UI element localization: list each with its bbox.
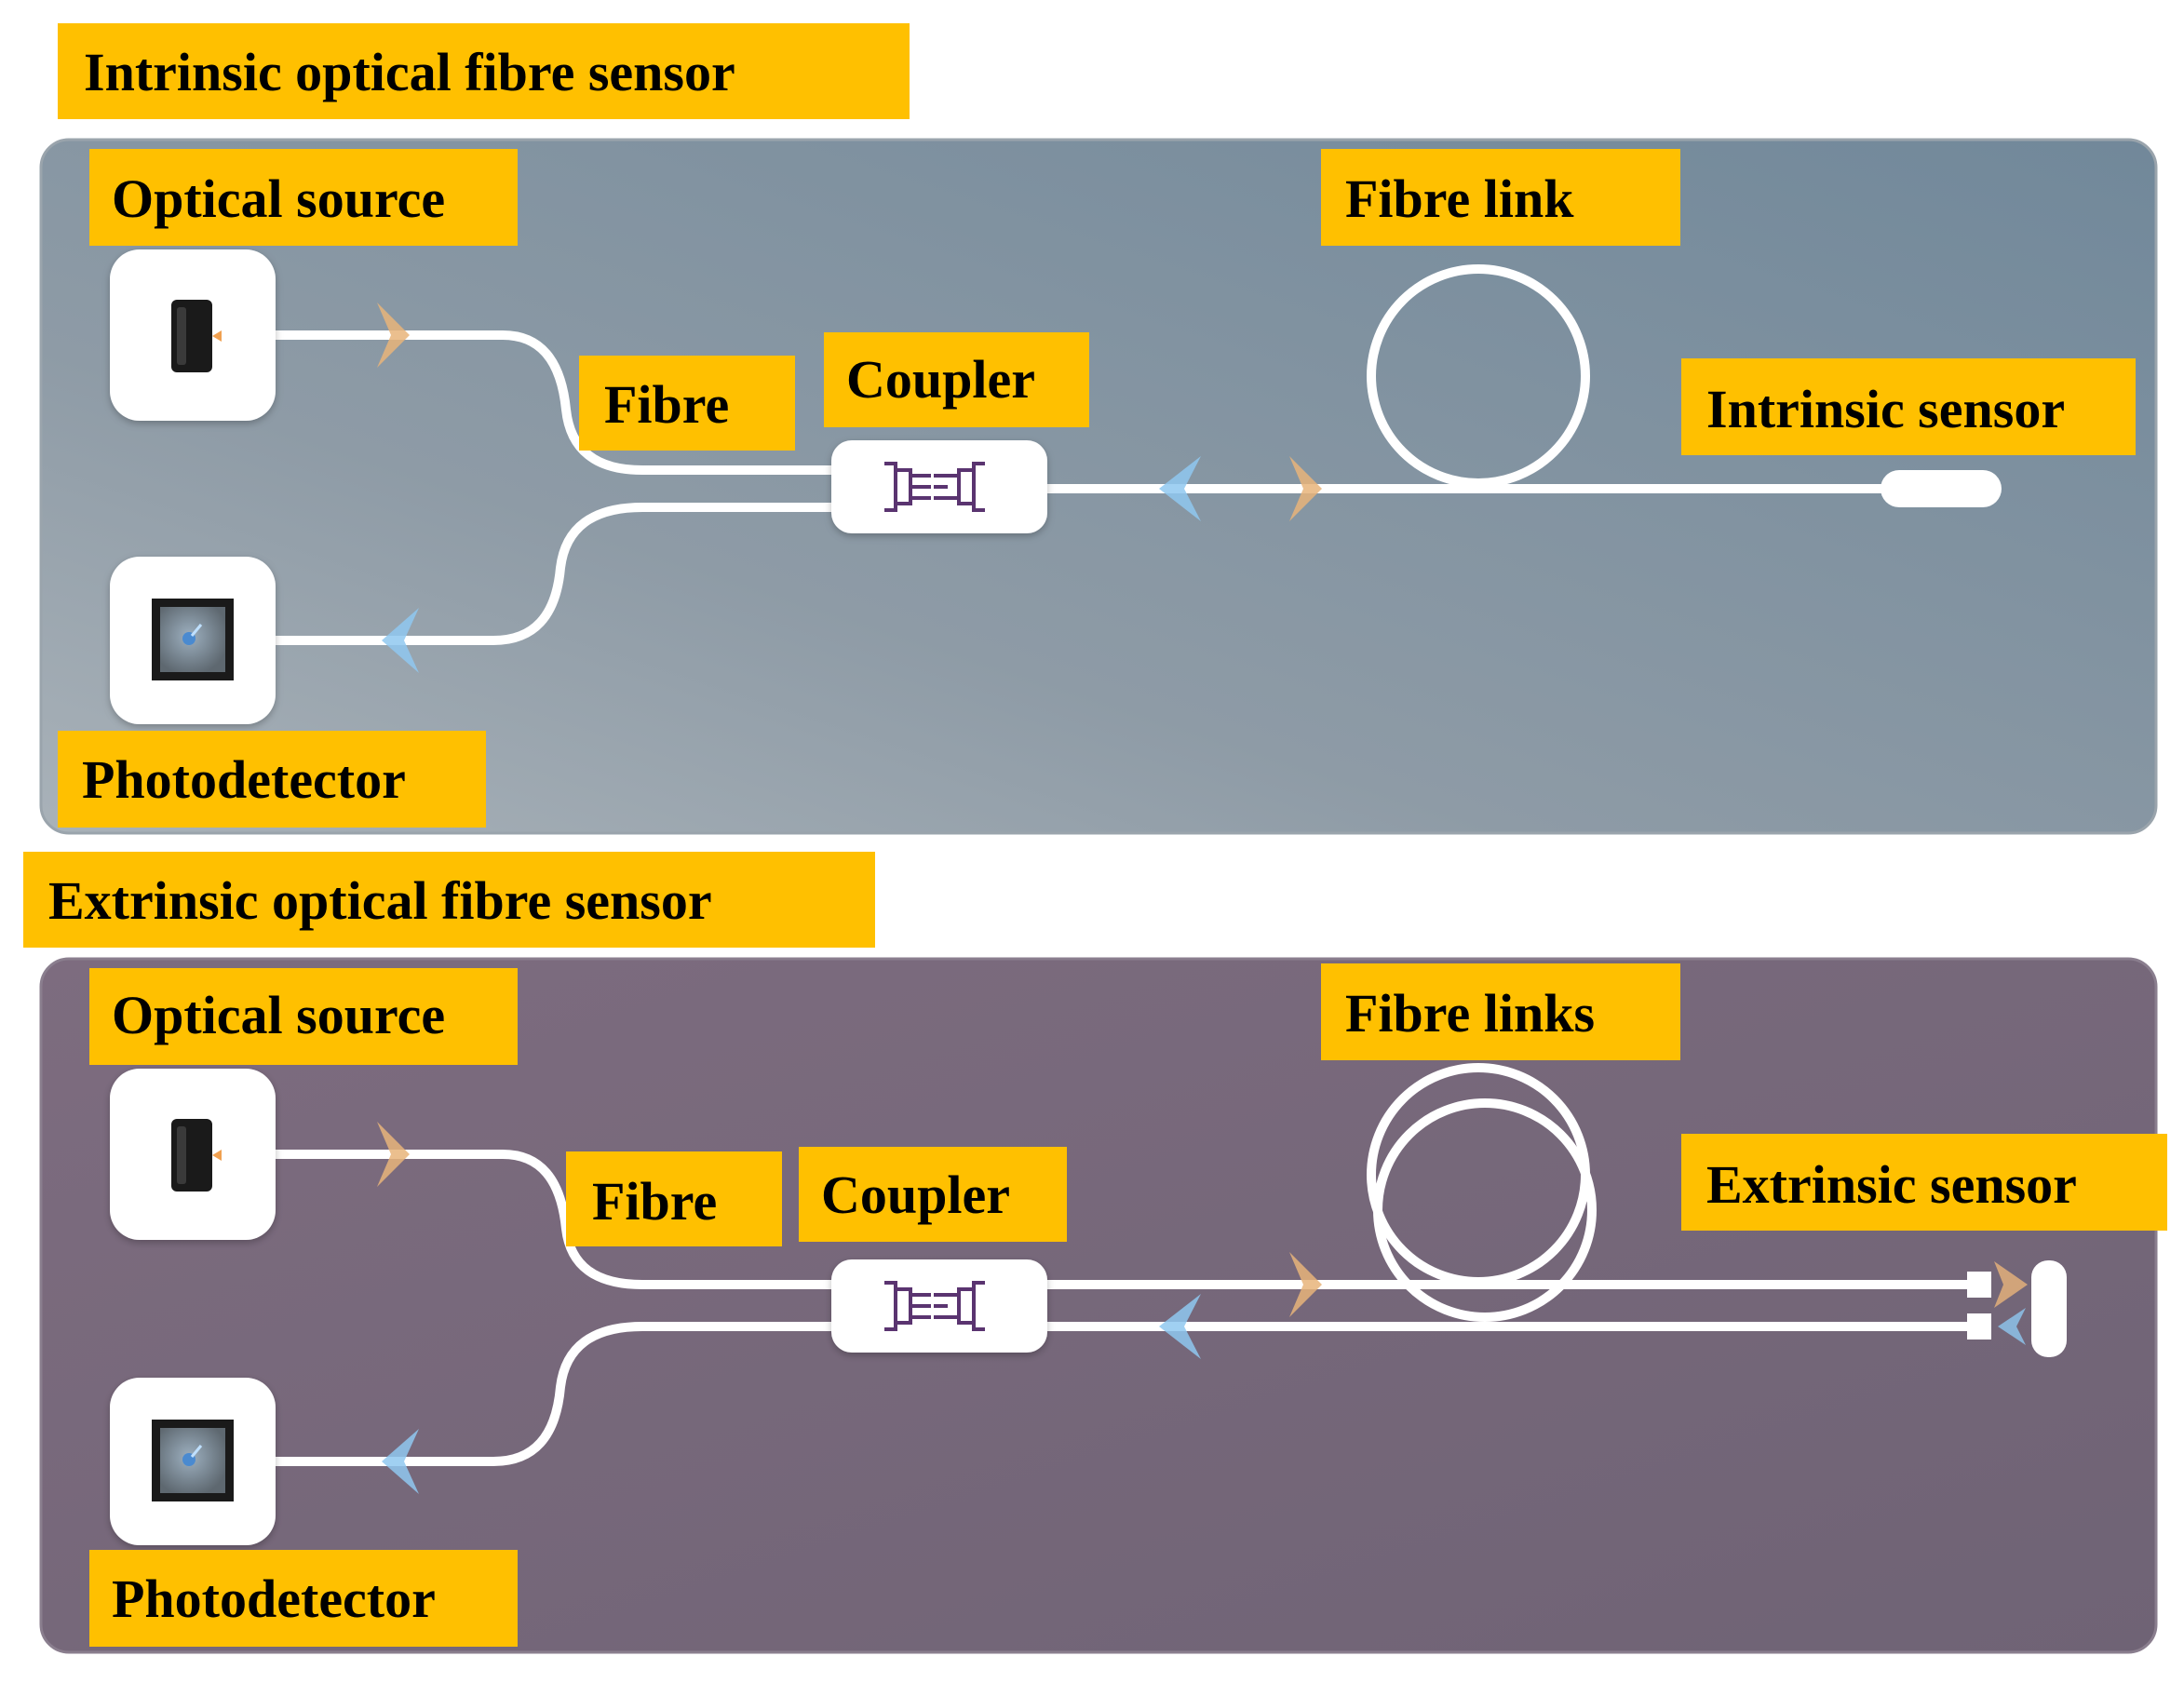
forward-arrow-icon	[1289, 1252, 1322, 1317]
label-box	[579, 356, 795, 451]
coupler-icon	[884, 1281, 985, 1331]
label-box	[1321, 149, 1680, 246]
intrinsic-sensor-probe	[1881, 470, 2002, 507]
photodetector-icon	[152, 1420, 234, 1501]
forward-arrow-icon	[1289, 456, 1322, 521]
label-box	[1681, 1134, 2167, 1231]
label-box	[89, 149, 518, 246]
intrinsic-title: Intrinsic optical fibre sensor	[84, 42, 735, 102]
extrinsic-sensor-head	[1967, 1260, 2067, 1357]
coupler-icon	[884, 462, 985, 512]
label-box	[1321, 963, 1680, 1060]
extrinsic-panel	[39, 957, 2158, 1654]
optical-source-label: Optical source	[112, 168, 445, 229]
source-fibre	[267, 330, 844, 475]
intrinsic-sensor-label: Intrinsic sensor	[1706, 379, 2065, 439]
label-box	[89, 968, 518, 1065]
extrinsic-labels: Optical source Fibre Coupler Fibre links…	[89, 963, 2167, 1647]
fibre-label: Fibre	[592, 1171, 717, 1232]
coupler-label: Coupler	[846, 349, 1035, 410]
fibre-links-label: Fibre links	[1345, 983, 1595, 1043]
label-box	[799, 1147, 1067, 1242]
optical-source-icon	[171, 300, 222, 372]
intrinsic-section: Intrinsic optical fibre sensor	[39, 23, 2158, 835]
extrinsic-title: Extrinsic optical fibre sensor	[48, 870, 712, 931]
label-box	[1681, 358, 2136, 455]
return-arrow-icon	[1159, 456, 1201, 521]
detector-fibre	[267, 1322, 844, 1466]
photodetector-icon	[152, 599, 234, 680]
extrinsic-title-box	[23, 852, 875, 948]
intrinsic-labels: Optical source Fibre Coupler Fibre link …	[58, 149, 2136, 828]
optical-source-icon	[171, 1119, 222, 1192]
label-box	[824, 332, 1089, 427]
extrinsic-section: Extrinsic optical fibre sensor	[23, 852, 2167, 1654]
return-arrow-icon	[382, 1429, 419, 1494]
photodetector-label: Photodetector	[112, 1569, 436, 1629]
optical-source-label: Optical source	[112, 985, 445, 1045]
return-arrow-icon	[1159, 1294, 1201, 1359]
coupler-label: Coupler	[821, 1165, 1010, 1225]
label-box	[58, 731, 486, 828]
return-arrow-icon	[382, 608, 419, 673]
label-box	[89, 1550, 518, 1647]
fibre-link-label: Fibre link	[1345, 168, 1574, 229]
forward-arrow-icon	[377, 1122, 410, 1187]
label-box	[566, 1151, 782, 1246]
fibre-label: Fibre	[604, 374, 729, 435]
intrinsic-fibres	[267, 264, 1894, 645]
forward-arrow-icon	[377, 303, 410, 368]
fibre-link-loop	[1367, 264, 1590, 488]
photodetector-label: Photodetector	[82, 749, 406, 810]
fibre-link-loop	[1373, 1098, 1597, 1322]
extrinsic-fibres	[267, 1063, 1976, 1466]
intrinsic-title-box	[58, 23, 910, 119]
extrinsic-sensor-label: Extrinsic sensor	[1706, 1154, 2077, 1215]
detector-fibre	[267, 503, 844, 645]
